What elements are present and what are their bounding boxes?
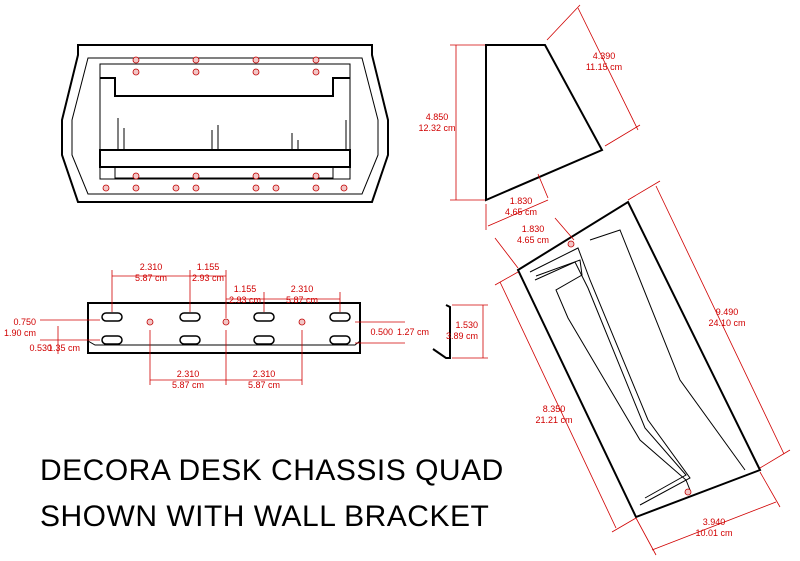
bracket-bottom-right-cm: 5.87 cm	[248, 380, 280, 390]
side-slope-in: 4.390	[593, 51, 616, 61]
angled-top-small-cm: 4.65 cm	[517, 235, 549, 245]
bracket-top-mid2-cm: 2.93 cm	[229, 295, 261, 305]
bracket-right-offset-in: 0.500	[370, 327, 393, 337]
bracket-right-offset-cm: 1.27 cm	[397, 327, 429, 337]
side-height-in: 4.850	[426, 112, 449, 122]
front-view	[61, 44, 389, 203]
bracket-left-lower-in: 0.530	[29, 343, 52, 353]
angled-view	[494, 180, 791, 556]
drawing-title-line-2: SHOWN WITH WALL BRACKET	[40, 500, 490, 533]
angled-inner-side-in: 8.350	[543, 404, 566, 414]
bracket-bottom-left-in: 2.310	[177, 369, 200, 379]
bracket-view	[40, 270, 488, 385]
side-view	[450, 4, 641, 230]
side-slope-cm: 11.15 cm	[586, 62, 622, 72]
drawing-title-line-1: DECORA DESK CHASSIS QUAD	[40, 454, 504, 487]
bracket-left-upper-cm: 1.90 cm	[4, 328, 36, 338]
bracket-top-right-in: 2.310	[291, 284, 314, 294]
bracket-bottom-right-in: 2.310	[253, 369, 276, 379]
bracket-height-cm: 3.89 cm	[446, 331, 478, 341]
bracket-top-left-in: 2.310	[140, 262, 163, 272]
bracket-top-mid2-in: 1.155	[234, 284, 257, 294]
bracket-height-in: 1.530	[455, 320, 478, 330]
bracket-bottom-left-cm: 5.87 cm	[172, 380, 204, 390]
angled-long-side-cm: 24.10 cm	[708, 318, 745, 328]
side-base-cm: 4.65 cm	[505, 207, 537, 217]
side-base-in: 1.830	[510, 196, 533, 206]
angled-top-small-in: 1.830	[522, 224, 545, 234]
bracket-left-upper-in: 0.750	[13, 317, 36, 327]
angled-base-in: 3.940	[703, 517, 726, 527]
angled-long-side-in: 9.490	[716, 307, 739, 317]
bracket-left-lower-cm: 1.35 cm	[48, 343, 80, 353]
bracket-top-mid-in: 1.155	[197, 262, 220, 272]
side-height-cm: 12.32 cm	[418, 123, 455, 133]
angled-base-cm: 10.01 cm	[695, 528, 732, 538]
bracket-top-right-cm: 5.87 cm	[286, 295, 318, 305]
bracket-top-left-cm: 5.87 cm	[135, 273, 167, 283]
bracket-top-mid-cm: 2.93 cm	[192, 273, 224, 283]
angled-inner-side-cm: 21.21 cm	[535, 415, 572, 425]
